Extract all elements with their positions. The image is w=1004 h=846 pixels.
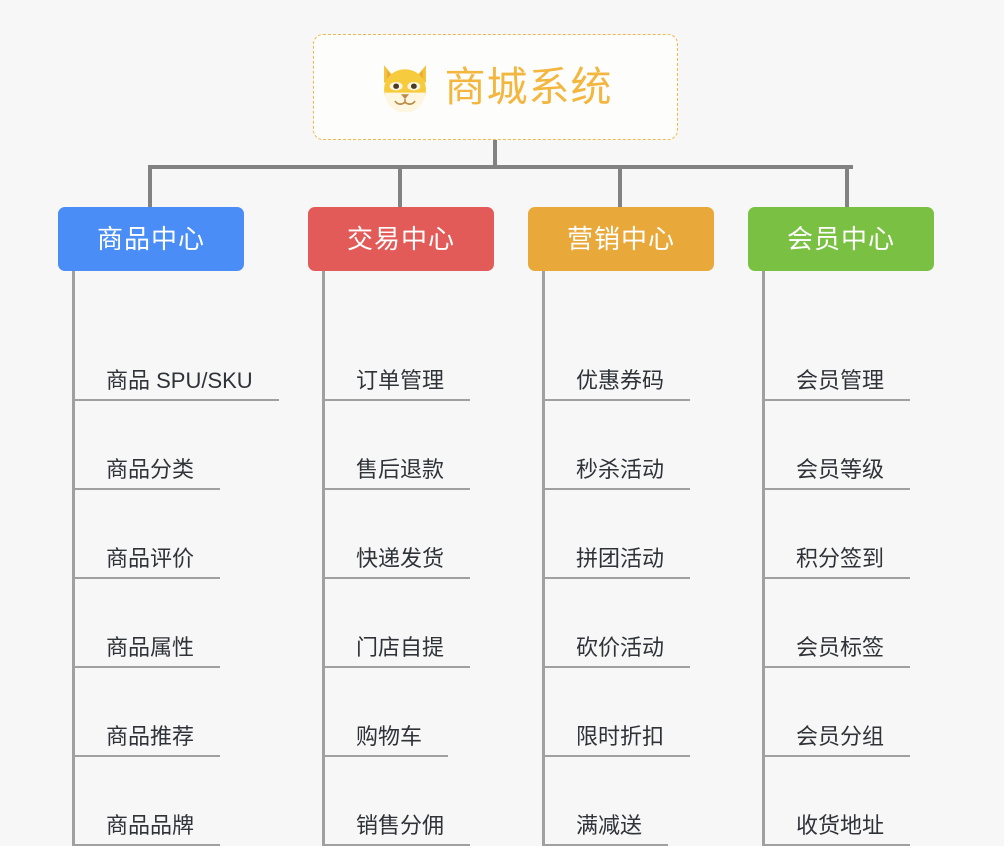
category-column-jiaoyi: 交易中心 订单管理售后退款快递发货门店自提购物车销售分佣 (308, 207, 494, 846)
leaf-item-underline: 售后退款 (322, 456, 471, 490)
category-column-shangpin: 商品中心 商品 SPU/SKU 商品分类商品评价商品属性商品推荐商品品牌 (58, 207, 279, 846)
leaf-item-label: 商品推荐 (106, 723, 195, 749)
leaf-item-underline: 商品 SPU/SKU (72, 368, 279, 401)
leaf-item-underline: 商品属性 (72, 634, 221, 668)
leaf-item-underline: 商品推荐 (72, 723, 221, 757)
leaf-item-underline: 销售分佣 (322, 812, 471, 846)
leaf-item-underline: 购物车 (322, 723, 449, 757)
connector-root-stem (493, 140, 497, 168)
category-spine (542, 271, 545, 846)
leaf-item-underline: 商品分类 (72, 456, 221, 490)
connector-drop-3 (618, 165, 622, 209)
category-label: 营销中心 (566, 224, 675, 254)
leaf-item-underline: 会员等级 (762, 456, 911, 490)
leaf-item-underline: 满减送 (542, 812, 669, 846)
leaf-item-label: 订单管理 (356, 367, 445, 393)
leaf-item-label: 砍价活动 (576, 634, 665, 660)
leaf-item-label: 商品 SPU/SKU (106, 367, 253, 393)
leaf-item-underline: 积分签到 (762, 545, 911, 579)
leaf-item-label: 商品分类 (106, 456, 195, 482)
leaf-item-underline: 限时折扣 (542, 723, 691, 757)
leaf-item-label: 优惠券码 (576, 367, 665, 393)
leaf-item-label: 商品属性 (106, 634, 195, 660)
leaf-item-label: 售后退款 (356, 456, 445, 482)
category-header-yingxiao[interactable]: 营销中心 (528, 207, 714, 271)
category-label: 商品中心 (96, 224, 205, 254)
category-spine (72, 271, 75, 846)
leaf-item-underline: 优惠券码 (542, 367, 691, 401)
leaf-item-underline: 会员标签 (762, 634, 911, 668)
leaf-item-underline: 会员分组 (762, 723, 911, 757)
leaf-item-label: 门店自提 (356, 634, 445, 660)
category-label: 交易中心 (346, 224, 455, 254)
leaf-item-underline: 拼团活动 (542, 545, 691, 579)
leaf-item-label: 会员标签 (796, 634, 885, 660)
category-spine (322, 271, 325, 846)
leaf-item-underline: 收货地址 (762, 812, 911, 846)
category-header-huiyuan[interactable]: 会员中心 (748, 207, 934, 271)
leaf-item-underline: 快递发货 (322, 545, 471, 579)
leaf-item-label: 会员管理 (796, 367, 885, 393)
root-title: 商城系统 (444, 63, 613, 110)
leaf-item-underline: 秒杀活动 (542, 456, 691, 490)
leaf-item-underline: 砍价活动 (542, 634, 691, 668)
leaf-item-underline: 门店自提 (322, 634, 471, 668)
leaf-item-label: 满减送 (576, 812, 643, 838)
leaf-item-label: 会员等级 (796, 456, 885, 482)
connector-drop-1 (148, 165, 152, 209)
connector-horizontal-bus (148, 165, 853, 169)
category-column-yingxiao: 营销中心 优惠券码秒杀活动拼团活动砍价活动限时折扣满减送 (528, 207, 714, 846)
category-column-huiyuan: 会员中心 会员管理会员等级积分签到会员标签会员分组收货地址 (748, 207, 934, 846)
leaf-item-underline: 商品评价 (72, 545, 221, 579)
leaf-item-label: 商品品牌 (106, 812, 195, 838)
leaf-item-label: 购物车 (356, 723, 423, 749)
leaf-item-underline: 会员管理 (762, 367, 911, 401)
leaf-item-label: 会员分组 (796, 723, 885, 749)
leaf-item-label: 快递发货 (356, 545, 445, 571)
leaf-item-label: 拼团活动 (576, 545, 665, 571)
leaf-item-label: 限时折扣 (576, 723, 665, 749)
leaf-item-label: 销售分佣 (356, 812, 445, 838)
leaf-item-underline: 商品品牌 (72, 812, 221, 846)
category-label: 会员中心 (786, 224, 895, 254)
root-node[interactable]: 商城系统 (313, 34, 678, 140)
leaf-item-label: 积分签到 (796, 545, 885, 571)
leaf-item-label: 秒杀活动 (576, 456, 665, 482)
connector-drop-2 (398, 165, 402, 209)
connector-drop-4 (845, 165, 849, 209)
leaf-item-label: 收货地址 (796, 812, 885, 838)
category-header-jiaoyi[interactable]: 交易中心 (308, 207, 494, 271)
dog-face-icon (379, 62, 431, 113)
category-spine (762, 271, 765, 846)
leaf-item-underline: 订单管理 (322, 367, 471, 401)
leaf-item-label: 商品评价 (106, 545, 195, 571)
category-header-shangpin[interactable]: 商品中心 (58, 207, 244, 271)
